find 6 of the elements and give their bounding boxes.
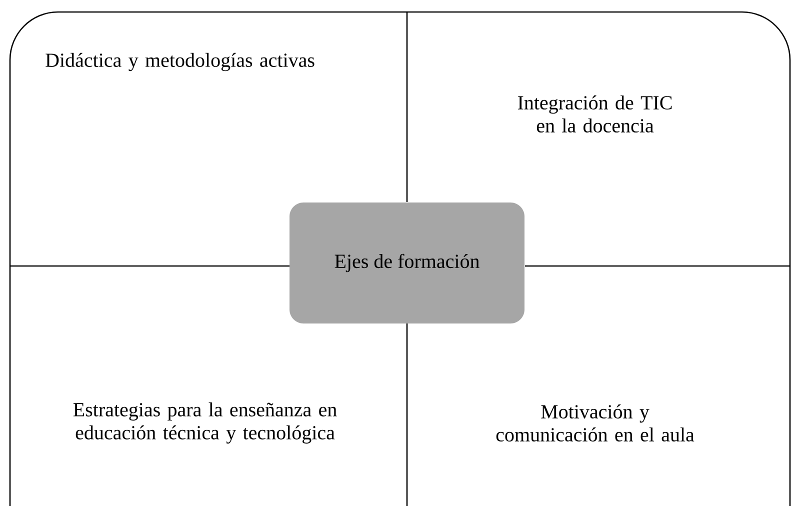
quadrant-text: Integración de TIC en la docencia (518, 95, 672, 133)
quadrant-text: Didáctica y metodologías activas (46, 52, 314, 72)
quadrant-text: Estrategias para la enseñanza en educación técnica y tecnológica (73, 402, 337, 444)
frame (9, 11, 791, 506)
quadrant-text: Motivación y comunicación en el aula (496, 404, 694, 442)
center-box: Ejes de formación (290, 202, 524, 324)
